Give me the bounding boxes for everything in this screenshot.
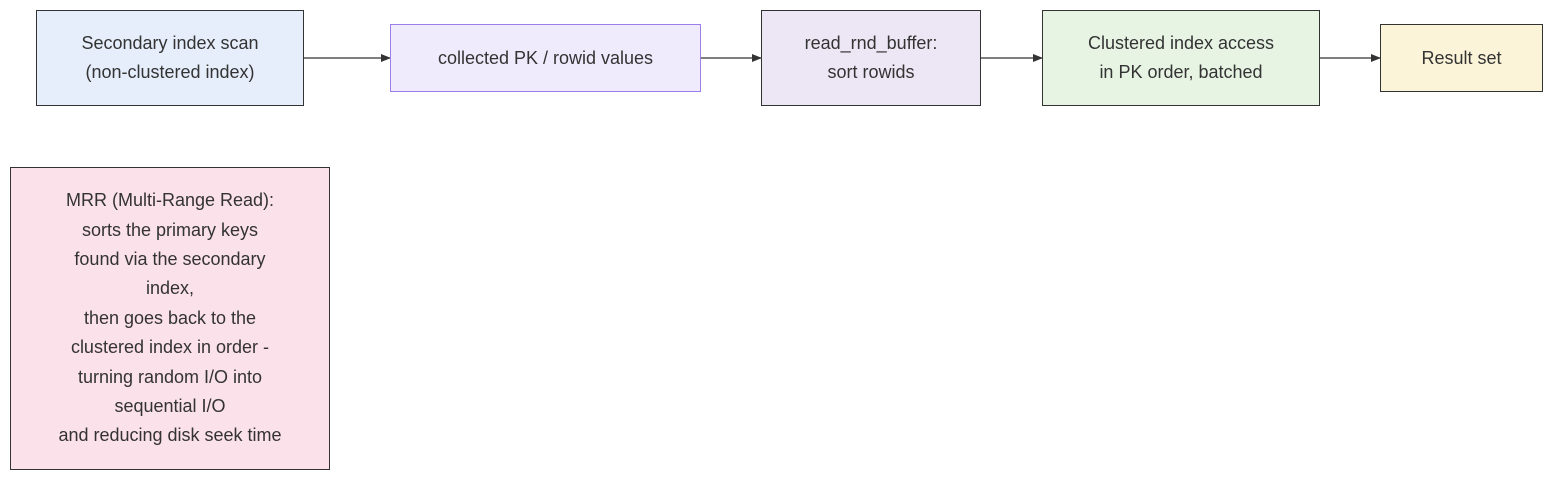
node-label-line: (non-clustered index) [85,62,255,82]
note-line: turning random I/O into [77,366,263,387]
collected-pk-values-node: collected PK / rowid values [390,24,701,92]
read-rnd-buffer-node: read_rnd_buffer: sort rowids [761,10,981,106]
note-line: then goes back to the [83,307,257,328]
node-label-line: Clustered index access [1087,33,1275,53]
note-line: found via the secondary [74,248,266,269]
node-label-line: Result set [1421,47,1502,68]
node-label-line: in PK order, batched [1099,62,1263,82]
mrr-explanation-note: MRR (Multi-Range Read): sorts the primar… [10,167,330,470]
note-line: clustered index in order - [70,337,270,358]
node-label-line: sort rowids [827,62,915,82]
node-label-line: read_rnd_buffer: [804,33,938,53]
clustered-index-access-node: Clustered index access in PK order, batc… [1042,10,1320,106]
node-label-line: collected PK / rowid values [437,47,654,68]
note-line: sequential I/O [114,396,226,417]
note-line: index, [145,278,195,299]
note-line: and reducing disk seek time [58,425,282,446]
node-label-line: Secondary index scan [81,33,259,53]
result-set-node: Result set [1380,24,1543,92]
note-line: sorts the primary keys [81,219,259,240]
note-line: MRR (Multi-Range Read): [65,190,275,211]
secondary-index-scan-node: Secondary index scan (non-clustered inde… [36,10,304,106]
